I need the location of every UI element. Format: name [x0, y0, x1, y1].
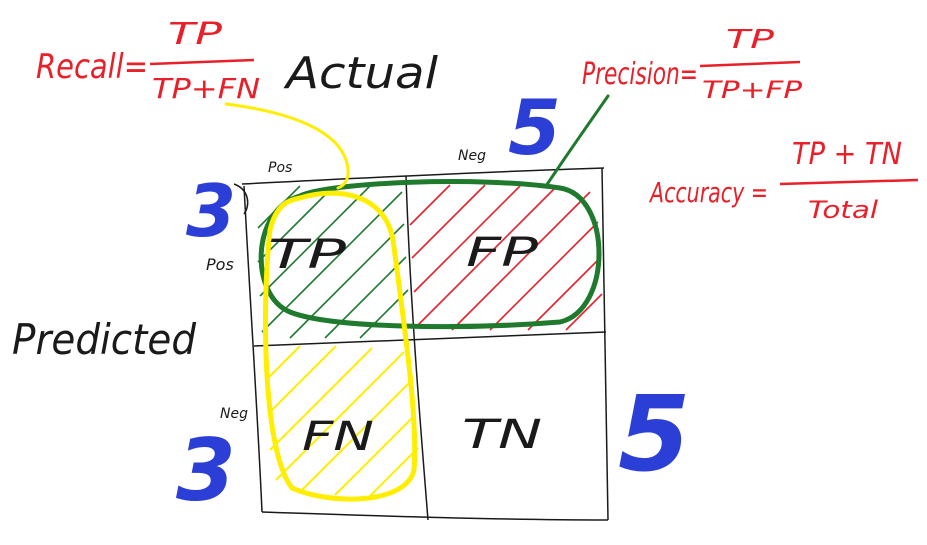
fp-red-hatch: [409, 184, 603, 331]
recall-denominator: TP+FN: [152, 72, 260, 105]
precision-label: Precision=: [582, 57, 698, 92]
predicted-pos-label: Pos: [206, 255, 234, 274]
grid-bottom-edge: [261, 511, 609, 521]
precision-connector-line: [544, 94, 610, 188]
grid-corner-tick: [233, 183, 249, 215]
predicted-axis-label: Predicted: [12, 315, 196, 364]
grid-middle-vertical: [405, 175, 429, 521]
accuracy-label: Accuracy =: [649, 176, 768, 209]
accuracy-denominator: Total: [808, 196, 878, 224]
precision-green-loop: [258, 179, 602, 330]
recall-yellow-loop: [262, 190, 418, 502]
recall-label: Recall=: [36, 47, 148, 87]
fn-yellow-hatch: [265, 345, 419, 497]
accuracy-formula: Accuracy = TP + TN Total: [649, 137, 919, 224]
recall-numerator: TP: [168, 17, 223, 52]
cell-fp-label: FP: [466, 230, 539, 276]
accuracy-numerator: TP + TN: [792, 137, 902, 172]
predicted-neg-label: Neg: [220, 406, 248, 422]
grid-right-edge: [601, 167, 609, 521]
precision-formula: Precision= TP TP+FP: [582, 25, 803, 104]
precision-denominator: TP+FP: [702, 76, 803, 104]
recall-connector-line: [224, 102, 350, 190]
recall-formula: Recall= TP TP+FN: [36, 17, 260, 105]
precision-fraction-bar: [699, 60, 801, 68]
grid-middle-horizontal: [253, 331, 607, 347]
grid-left-edge: [243, 185, 263, 513]
count-left-bottom: 3: [176, 421, 236, 521]
matrix-grid: [233, 167, 609, 521]
grid-top-edge: [241, 167, 605, 185]
actual-axis-label: Actual: [283, 48, 439, 99]
cell-fn-label: FN: [302, 414, 374, 460]
actual-neg-label: Neg: [458, 148, 486, 164]
cell-tp-label: TP: [268, 232, 347, 278]
accuracy-fraction-bar: [779, 178, 919, 186]
count-right: 5: [618, 373, 690, 495]
count-left-top: 3: [186, 169, 236, 253]
actual-pos-label: Pos: [268, 160, 292, 176]
precision-numerator: TP: [726, 25, 774, 55]
cell-tn-label: TN: [462, 412, 542, 458]
count-top-right: 5: [508, 83, 561, 172]
recall-fraction-bar: [149, 58, 255, 66]
